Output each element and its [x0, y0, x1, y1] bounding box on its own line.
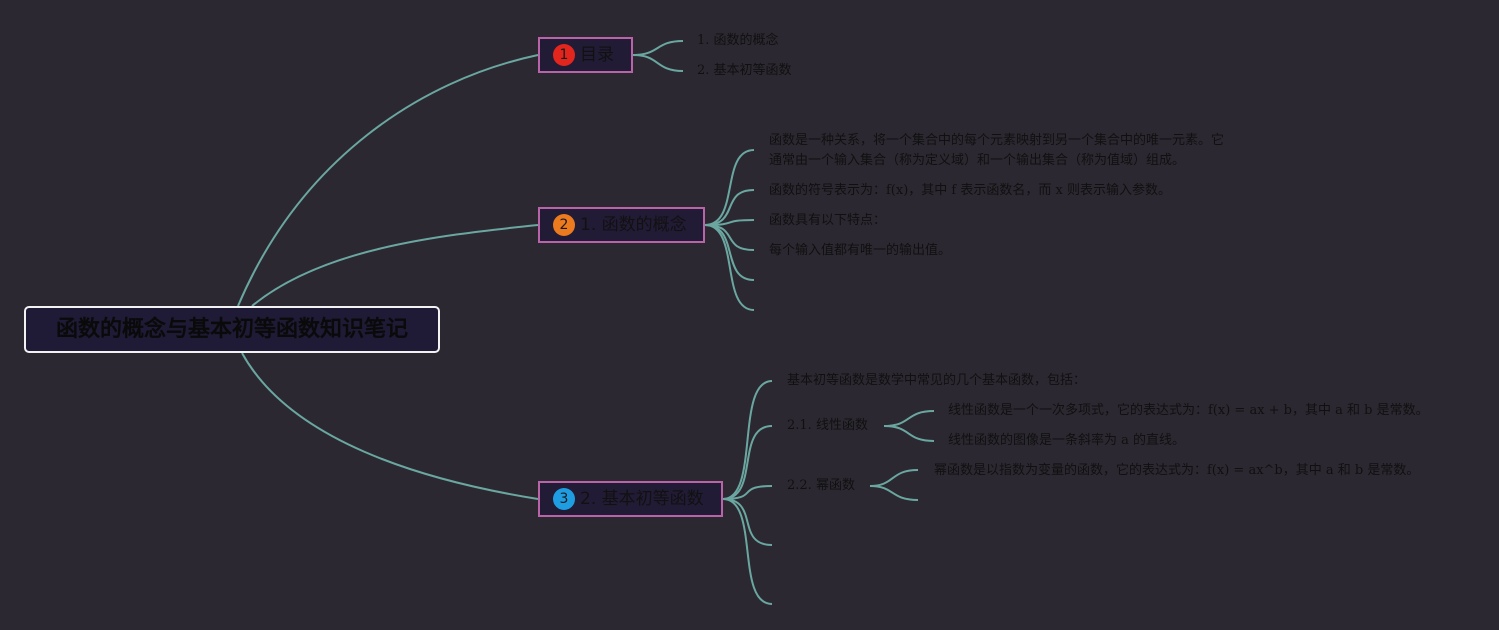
connector-topic1-child1 — [632, 40, 684, 56]
priority-badge-3: 3 — [553, 488, 575, 510]
priority-badge-1: 1 — [553, 44, 575, 66]
connector-topic2-child4 — [704, 224, 755, 251]
connector-topic2-child6 — [704, 224, 755, 311]
topic-label: 1. 函数的概念 — [580, 215, 687, 235]
topic-label: 目录 — [580, 45, 614, 65]
linear-graph[interactable]: 线性函数的图像是一条斜率为 a 的直线。 — [948, 433, 1186, 448]
power-expression[interactable]: 幂函数是以指数为变量的函数，它的表达式为：f(x) = ax^b，其中 a 和 … — [934, 463, 1420, 478]
connector-topic2-child3 — [704, 219, 755, 226]
connector-power-child2 — [869, 485, 919, 501]
connector-root-topic1 — [237, 54, 539, 307]
topic-elementary-functions[interactable]: 3 2. 基本初等函数 — [538, 481, 723, 517]
topic-function-concept[interactable]: 2 1. 函数的概念 — [538, 207, 705, 243]
connector-topic2-child5 — [704, 224, 755, 281]
connector-linear-child1 — [883, 410, 935, 427]
concept-notation[interactable]: 函数的符号表示为：f(x)，其中 f 表示函数名，而 x 则表示输入参数。 — [769, 183, 1171, 198]
connector-topic1-child2 — [632, 54, 684, 72]
concept-features[interactable]: 函数具有以下特点： — [769, 213, 887, 228]
connector-topic3-child2 — [722, 425, 773, 500]
subtopic-power-function[interactable]: 2.2. 幂函数 — [787, 478, 855, 493]
contents-item-2[interactable]: 2. 基本初等函数 — [697, 63, 792, 78]
root-topic[interactable]: 函数的概念与基本初等函数知识笔记 — [24, 306, 440, 353]
connector-topic3-child5 — [722, 498, 773, 605]
concept-unique-output[interactable]: 每个输入值都有唯一的输出值。 — [769, 243, 952, 258]
topic-contents[interactable]: 1 目录 — [538, 37, 633, 73]
connector-root-topic2 — [251, 224, 539, 307]
connector-linear-child2 — [883, 425, 935, 442]
priority-badge-2: 2 — [553, 214, 575, 236]
connector-topic3-child1 — [722, 380, 773, 500]
subtopic-linear-function[interactable]: 2.1. 线性函数 — [787, 418, 868, 433]
connector-root-topic3 — [241, 352, 539, 500]
elementary-intro[interactable]: 基本初等函数是数学中常见的几个基本函数，包括： — [787, 373, 1087, 388]
contents-item-1[interactable]: 1. 函数的概念 — [697, 33, 779, 48]
connector-topic3-child3 — [722, 485, 773, 500]
topic-label: 2. 基本初等函数 — [580, 489, 704, 509]
concept-definition-line2[interactable]: 通常由一个输入集合（称为定义域）和一个输出集合（称为值域）组成。 — [769, 153, 1186, 168]
connector-topic2-child1 — [704, 149, 755, 226]
concept-definition-line1[interactable]: 函数是一种关系，将一个集合中的每个元素映射到另一个集合中的唯一元素。它 — [769, 133, 1225, 148]
connector-power-child1 — [869, 469, 919, 487]
connector-topic3-child4 — [722, 498, 773, 546]
linear-expression[interactable]: 线性函数是一个一次多项式，它的表达式为：f(x) = ax + b，其中 a 和… — [948, 403, 1429, 418]
